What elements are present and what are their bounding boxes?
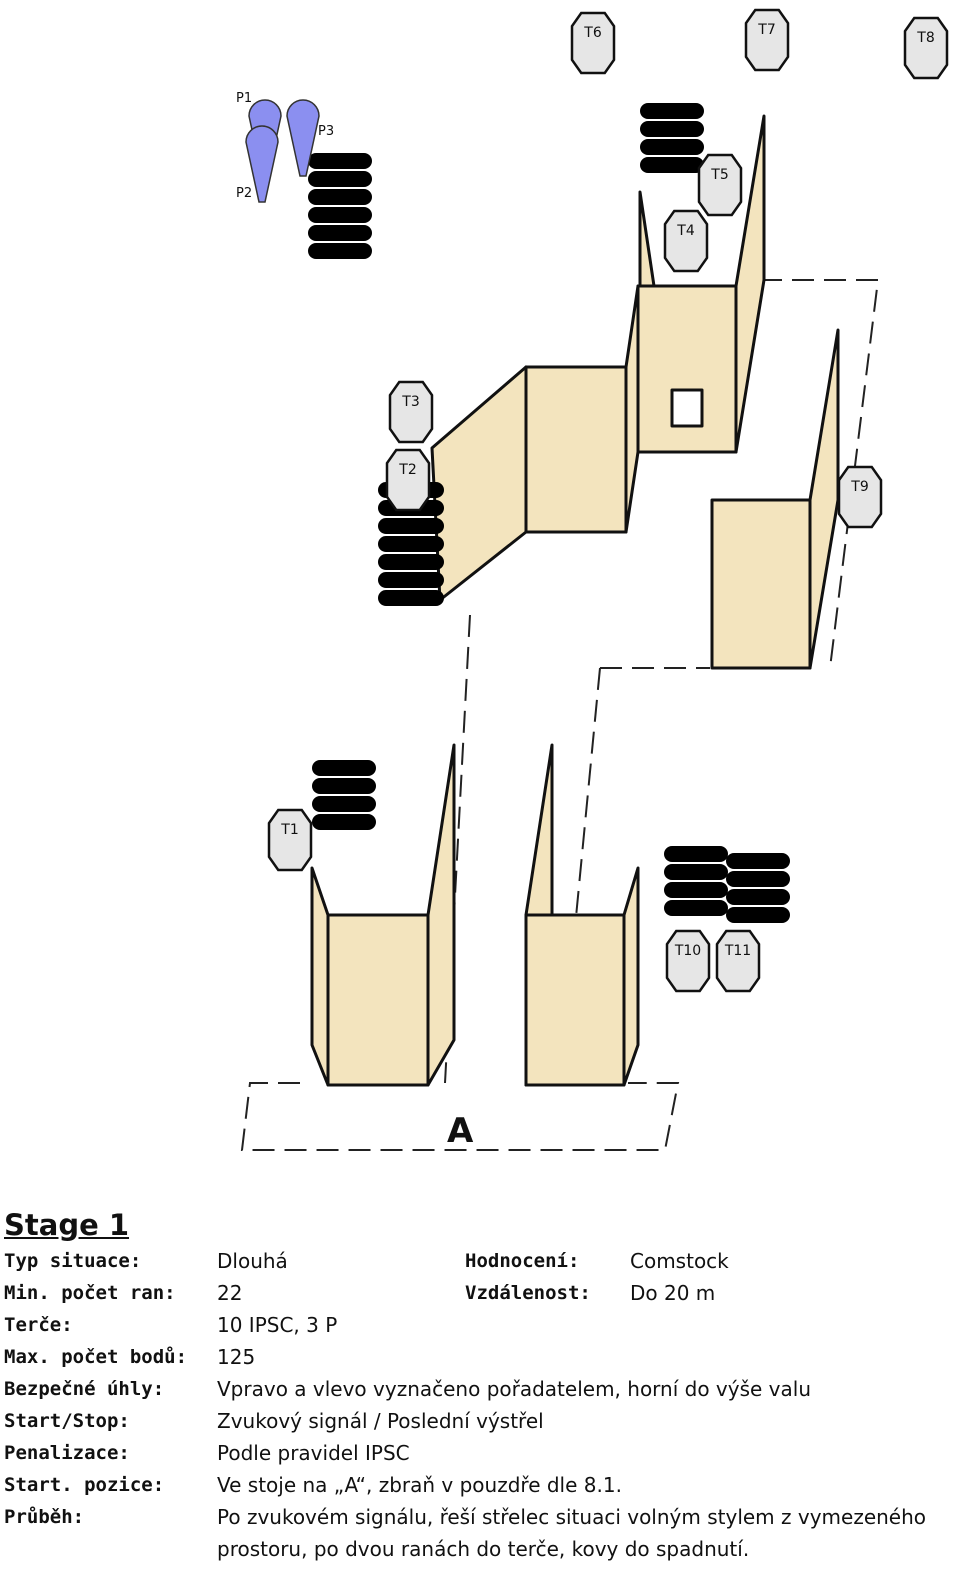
info-row: Terče: 10 IPSC, 3 P (4, 1309, 958, 1341)
target-label: T1 (280, 822, 298, 838)
wall-window (636, 114, 766, 454)
info-label-secondary: Hodnocení: (465, 1250, 580, 1272)
target-label: T6 (583, 25, 602, 41)
info-value: 22 (217, 1281, 243, 1305)
stage-title: Stage 1 (4, 1208, 130, 1242)
info-row: Průběh: Po zvukovém signálu, řeší střelec… (4, 1501, 958, 1565)
info-row: Max. počet bodů: 125 (4, 1341, 958, 1373)
no-shoot-target (308, 153, 372, 259)
info-value: Zvukový signál / Poslední výstřel (217, 1409, 544, 1433)
info-value: Podle pravidel IPSC (217, 1441, 410, 1465)
wall-bottom-left (310, 743, 456, 1087)
info-value: 10 IPSC, 3 P (217, 1313, 338, 1337)
info-label: Start. pozice: (4, 1474, 165, 1496)
target-t1: T1 (267, 808, 313, 872)
info-row: Penalizace: Podle pravidel IPSC (4, 1437, 958, 1469)
target-t2: T2 (385, 448, 431, 512)
info-label: Terče: (4, 1314, 73, 1336)
info-row: Start/Stop: Zvukový signál / Poslední výs… (4, 1405, 958, 1437)
target-t8: T8 (903, 16, 949, 80)
info-label: Min. počet ran: (4, 1282, 176, 1304)
info-value: 125 (217, 1345, 256, 1369)
info-value: Po zvukovém signálu, řeší střelec situac… (217, 1505, 927, 1561)
target-label: T5 (710, 167, 728, 183)
stage-info: Stage 1 Typ situace: Dlouhá Hodnocení: Coms… (4, 1205, 958, 1565)
target-label: T8 (916, 30, 934, 46)
info-label: Penalizace: (4, 1442, 130, 1464)
target-label: T10 (674, 943, 701, 959)
info-value-secondary: Do 20 m (630, 1281, 716, 1305)
target-label: T3 (401, 394, 419, 410)
target-label: T9 (850, 479, 868, 495)
info-row: Start. pozice: Ve stoje na „A“, zbraň v p… (4, 1469, 958, 1501)
info-value-secondary: Comstock (630, 1249, 729, 1273)
target-t4: T4 (663, 209, 709, 273)
area-label: A (447, 1111, 474, 1151)
no-shoot-target (664, 846, 728, 916)
no-shoot-target (726, 853, 790, 923)
info-value: Ve stoje na „A“, zbraň v pouzdře dle 8.1… (217, 1473, 622, 1497)
target-t7: T7 (744, 8, 790, 72)
popper-p3: P3 (286, 99, 334, 177)
popper-label: P1 (236, 91, 252, 106)
popper-p2: P2 (236, 125, 279, 203)
target-t6: T6 (570, 11, 616, 75)
info-value: Vpravo a vlevo vyznačeno pořadatelem, ho… (217, 1377, 812, 1401)
target-label: T11 (724, 943, 751, 959)
info-row: Typ situace: Dlouhá Hodnocení: Comstock (4, 1245, 958, 1277)
wall-bottom-right (524, 743, 640, 1087)
popper-label: P2 (236, 186, 252, 201)
info-label: Max. počet bodů: (4, 1346, 188, 1368)
info-label: Typ situace: (4, 1250, 142, 1272)
info-label: Start/Stop: (4, 1410, 130, 1432)
info-row: Bezpečné úhly: Vpravo a vlevo vyznačeno p… (4, 1373, 958, 1405)
target-label: T7 (757, 22, 775, 38)
info-value: Dlouhá (217, 1249, 288, 1273)
info-label: Průběh: (4, 1506, 85, 1528)
info-label: Bezpečné úhly: (4, 1378, 165, 1400)
info-label-secondary: Vzdálenost: (465, 1282, 591, 1304)
target-t5: T5 (697, 153, 743, 217)
target-t3: T3 (388, 380, 434, 444)
no-shoot-target (312, 760, 376, 830)
port-window (670, 388, 704, 428)
target-label: T4 (676, 223, 695, 239)
wall-right (710, 328, 840, 670)
target-label: T2 (398, 462, 416, 478)
popper-label: P3 (318, 124, 334, 139)
info-row: Min. počet ran: 22 Vzdálenost: Do 20 m (4, 1277, 958, 1309)
target-t9: T9 (837, 465, 883, 529)
wall-upper-left (430, 284, 640, 602)
target-t10: T10 (665, 929, 711, 993)
no-shoot-targets (308, 103, 790, 923)
no-shoot-target (640, 103, 704, 173)
target-t11: T11 (715, 929, 761, 993)
